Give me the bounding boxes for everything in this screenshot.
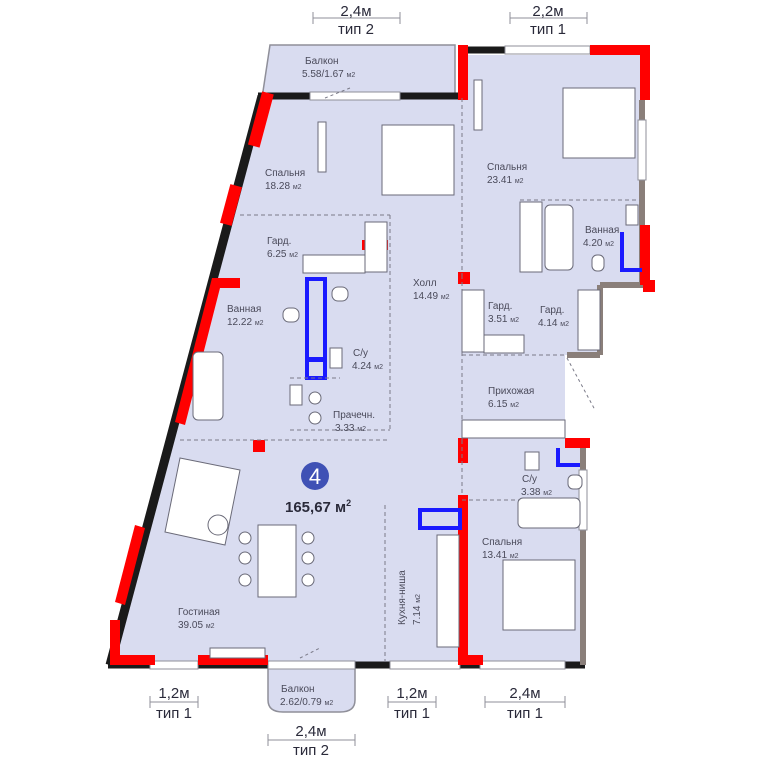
kitchen-area: 7.14 м2 (412, 594, 423, 625)
room-labels: Балкон 5.58/1.67 м2 Спальня 18.28 м2 Спа… (178, 56, 619, 708)
bedroom-3-name: Спальня (482, 537, 522, 548)
entrance-area: 6.15 м2 (488, 399, 519, 410)
windows (149, 45, 647, 670)
door-swings (299, 87, 596, 659)
wc-1-name: С/у (353, 348, 368, 359)
wardrobe-2-name: Гард. (488, 301, 512, 312)
dim-top-right-type: тип 1 (530, 21, 566, 38)
wc-1-area: 4.24 м2 (352, 361, 383, 372)
dim-bottom-1-size: 1,2м (158, 685, 189, 702)
living-name: Гостиная (178, 607, 220, 618)
interior-walls (180, 98, 640, 662)
dim-top-left-type: тип 2 (338, 21, 374, 38)
dim-top-right-size: 2,2м (532, 3, 563, 20)
bedroom-2-area: 23.41 м2 (487, 175, 524, 186)
dim-bottom-2-size: 1,2м (396, 685, 427, 702)
wardrobe-1-name: Гард. (267, 236, 291, 247)
laundry-name: Прачечн. (333, 410, 375, 421)
dim-bottom-3-type: тип 1 (507, 705, 543, 722)
bathroom-1-name: Ванная (585, 225, 619, 236)
bedroom-3-area: 13.41 м2 (482, 550, 519, 561)
laundry-area: 3.33 м2 (335, 423, 366, 434)
ventilation-shafts (305, 232, 642, 530)
balcony-bottom-name: Балкон (281, 684, 315, 695)
dim-bottom-4-type: тип 2 (293, 742, 329, 759)
wardrobe-3-area: 4.14 м2 (538, 318, 569, 329)
wardrobes (302, 201, 601, 439)
balcony-top-area: 5.58/1.67 м2 (302, 69, 355, 80)
dim-bottom-4-size: 2,4м (295, 723, 326, 740)
kitchen-name: Кухня-ниша (397, 570, 408, 625)
bathroom-1-area: 4.20 м2 (583, 238, 614, 249)
bathtubs (192, 204, 581, 529)
living-furniture (164, 204, 639, 648)
bathroom-2-name: Ванная (227, 304, 261, 315)
dim-bottom-1-type: тип 1 (156, 705, 192, 722)
dim-top-left-size: 2,4м (340, 3, 371, 20)
living-area: 39.05 м2 (178, 620, 215, 631)
entrance-name: Прихожая (488, 386, 534, 397)
wc-2-name: С/у (522, 474, 537, 485)
wc-2-area: 3.38 м2 (521, 487, 552, 498)
dimension-labels: 2,4м тип 2 2,2м тип 1 1,2м тип 1 1,2м ти… (156, 3, 566, 759)
dim-bottom-2-type: тип 1 (394, 705, 430, 722)
bedroom-1-area: 18.28 м2 (265, 181, 302, 192)
bedroom-1-name: Спальня (265, 168, 305, 179)
dim-bottom-3-size: 2,4м (509, 685, 540, 702)
apartment-number-badge (301, 462, 329, 490)
bathroom-2-area: 12.22 м2 (227, 317, 264, 328)
balcony-bottom (267, 664, 356, 713)
balcony-top (261, 44, 456, 99)
hall-area: 14.49 м2 (413, 291, 450, 302)
balcony-top-name: Балкон (305, 56, 339, 67)
balcony-bottom-area: 2.62/0.79 м2 (280, 697, 333, 708)
bedroom-2-name: Спальня (487, 162, 527, 173)
hall-name: Холл (413, 278, 437, 289)
beds (209, 79, 636, 659)
wardrobe-3-name: Гард. (540, 305, 564, 316)
apartment-floor (110, 55, 640, 665)
total-area: 165,67 м2 (285, 498, 351, 516)
apartment-number: 4 (309, 464, 321, 489)
wardrobe-2-area: 3.51 м2 (488, 314, 519, 325)
dimension-markers (149, 12, 588, 746)
wardrobe-1-area: 6.25 м2 (267, 249, 298, 260)
